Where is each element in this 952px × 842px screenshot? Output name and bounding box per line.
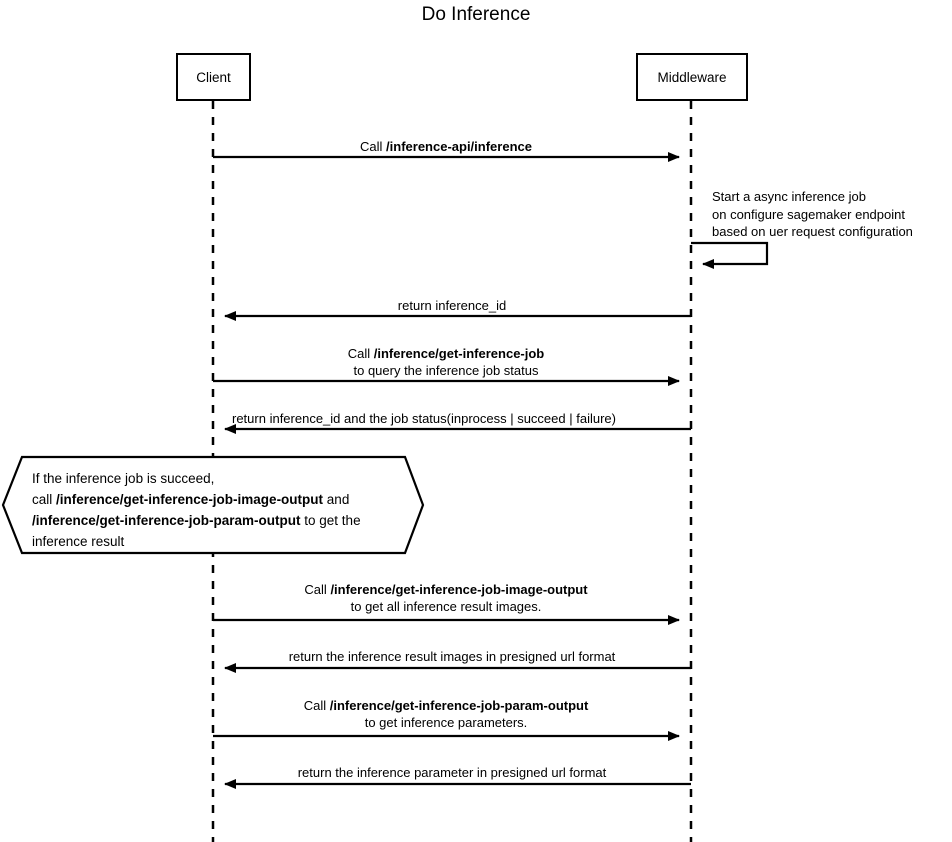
label-text: on configure sagemaker endpoint (712, 206, 905, 222)
label-emphasis: /inference/get-inference-job-image-outpu… (56, 492, 324, 507)
message-label-m5: Call /inference/get-inference-job-image-… (213, 581, 679, 615)
label-emphasis: /inference/get-inference-job-image-outpu… (330, 582, 588, 597)
label-line: to query the inference job status (213, 362, 679, 379)
label-text: return the inference result images in pr… (288, 649, 616, 664)
label-text: inference result (32, 534, 125, 549)
label-line: return inference_id and the job status(i… (232, 410, 616, 427)
label-emphasis: /inference/get-inference-job (373, 346, 545, 361)
label-line: Call /inference/get-inference-job (213, 345, 679, 362)
label-emphasis: /inference/get-inference-job-param-outpu… (32, 513, 301, 528)
label-line: Call /inference/get-inference-job-param-… (213, 697, 679, 714)
label-text: to get the (300, 513, 361, 528)
self-message-loop (691, 241, 769, 269)
label-emphasis: /inference/get-inference-job-param-outpu… (329, 698, 589, 713)
label-line: Call /inference/get-inference-job-image-… (213, 581, 679, 598)
label-text: Call (304, 582, 331, 597)
label-text: call (32, 492, 57, 507)
label-line: based on uer request configuration (712, 223, 913, 241)
label-text: Call (303, 698, 330, 713)
label-text: to get inference parameters. (364, 715, 528, 730)
message-label-m8: return the inference parameter in presig… (213, 764, 691, 781)
message-label-m7: Call /inference/get-inference-job-param-… (213, 697, 679, 731)
label-line: call /inference/get-inference-job-image-… (32, 489, 361, 510)
label-text: based on uer request configuration (712, 224, 913, 239)
label-text: If the inference job is succeed, (32, 471, 215, 486)
participant-client-label: Client (196, 69, 231, 85)
label-text: and (323, 492, 350, 507)
label-text: Start a async inference job (712, 189, 866, 204)
label-line: Call /inference-api/inference (213, 138, 679, 155)
note-hexagon-shape (1, 455, 425, 555)
label-line: inference result (32, 531, 361, 552)
message-label-m6: return the inference result images in pr… (213, 648, 691, 665)
label-emphasis: /inference-api/inference (386, 139, 532, 154)
participant-middleware[interactable]: Middleware (636, 53, 748, 101)
label-line: to get all inference result images. (213, 598, 679, 615)
message-label-m2: return inference_id (213, 297, 691, 314)
label-text: to query the inference job status (353, 363, 539, 378)
label-line: If the inference job is succeed, (32, 468, 361, 489)
label-line: /inference/get-inference-job-param-outpu… (32, 510, 361, 531)
label-line: return the inference parameter in presig… (213, 764, 691, 781)
label-line: Start a async inference job (712, 188, 913, 206)
label-text: Call (347, 346, 374, 361)
participant-client[interactable]: Client (176, 53, 251, 101)
note-hexagon-text: If the inference job is succeed, call /i… (32, 468, 361, 552)
label-line: to get inference parameters. (213, 714, 679, 731)
message-label-m1: Call /inference-api/inference (213, 138, 679, 155)
message-label-m4: return inference_id and the job status(i… (232, 410, 616, 427)
label-text: Call (360, 139, 387, 154)
label-line: return inference_id (213, 297, 691, 314)
participant-middleware-label: Middleware (657, 69, 727, 85)
label-text: return inference_id and the job status(i… (232, 411, 616, 426)
label-text: return inference_id (397, 298, 507, 313)
label-line: on configure sagemaker endpoint (712, 206, 913, 224)
label-text: return the inference parameter in presig… (297, 765, 607, 780)
diagram-title: Do Inference (421, 4, 531, 25)
label-text: to get all inference result images. (350, 599, 542, 614)
messages-group (213, 152, 691, 789)
self-message-note-text: Start a async inference job on configure … (712, 188, 913, 241)
label-line: return the inference result images in pr… (213, 648, 691, 665)
